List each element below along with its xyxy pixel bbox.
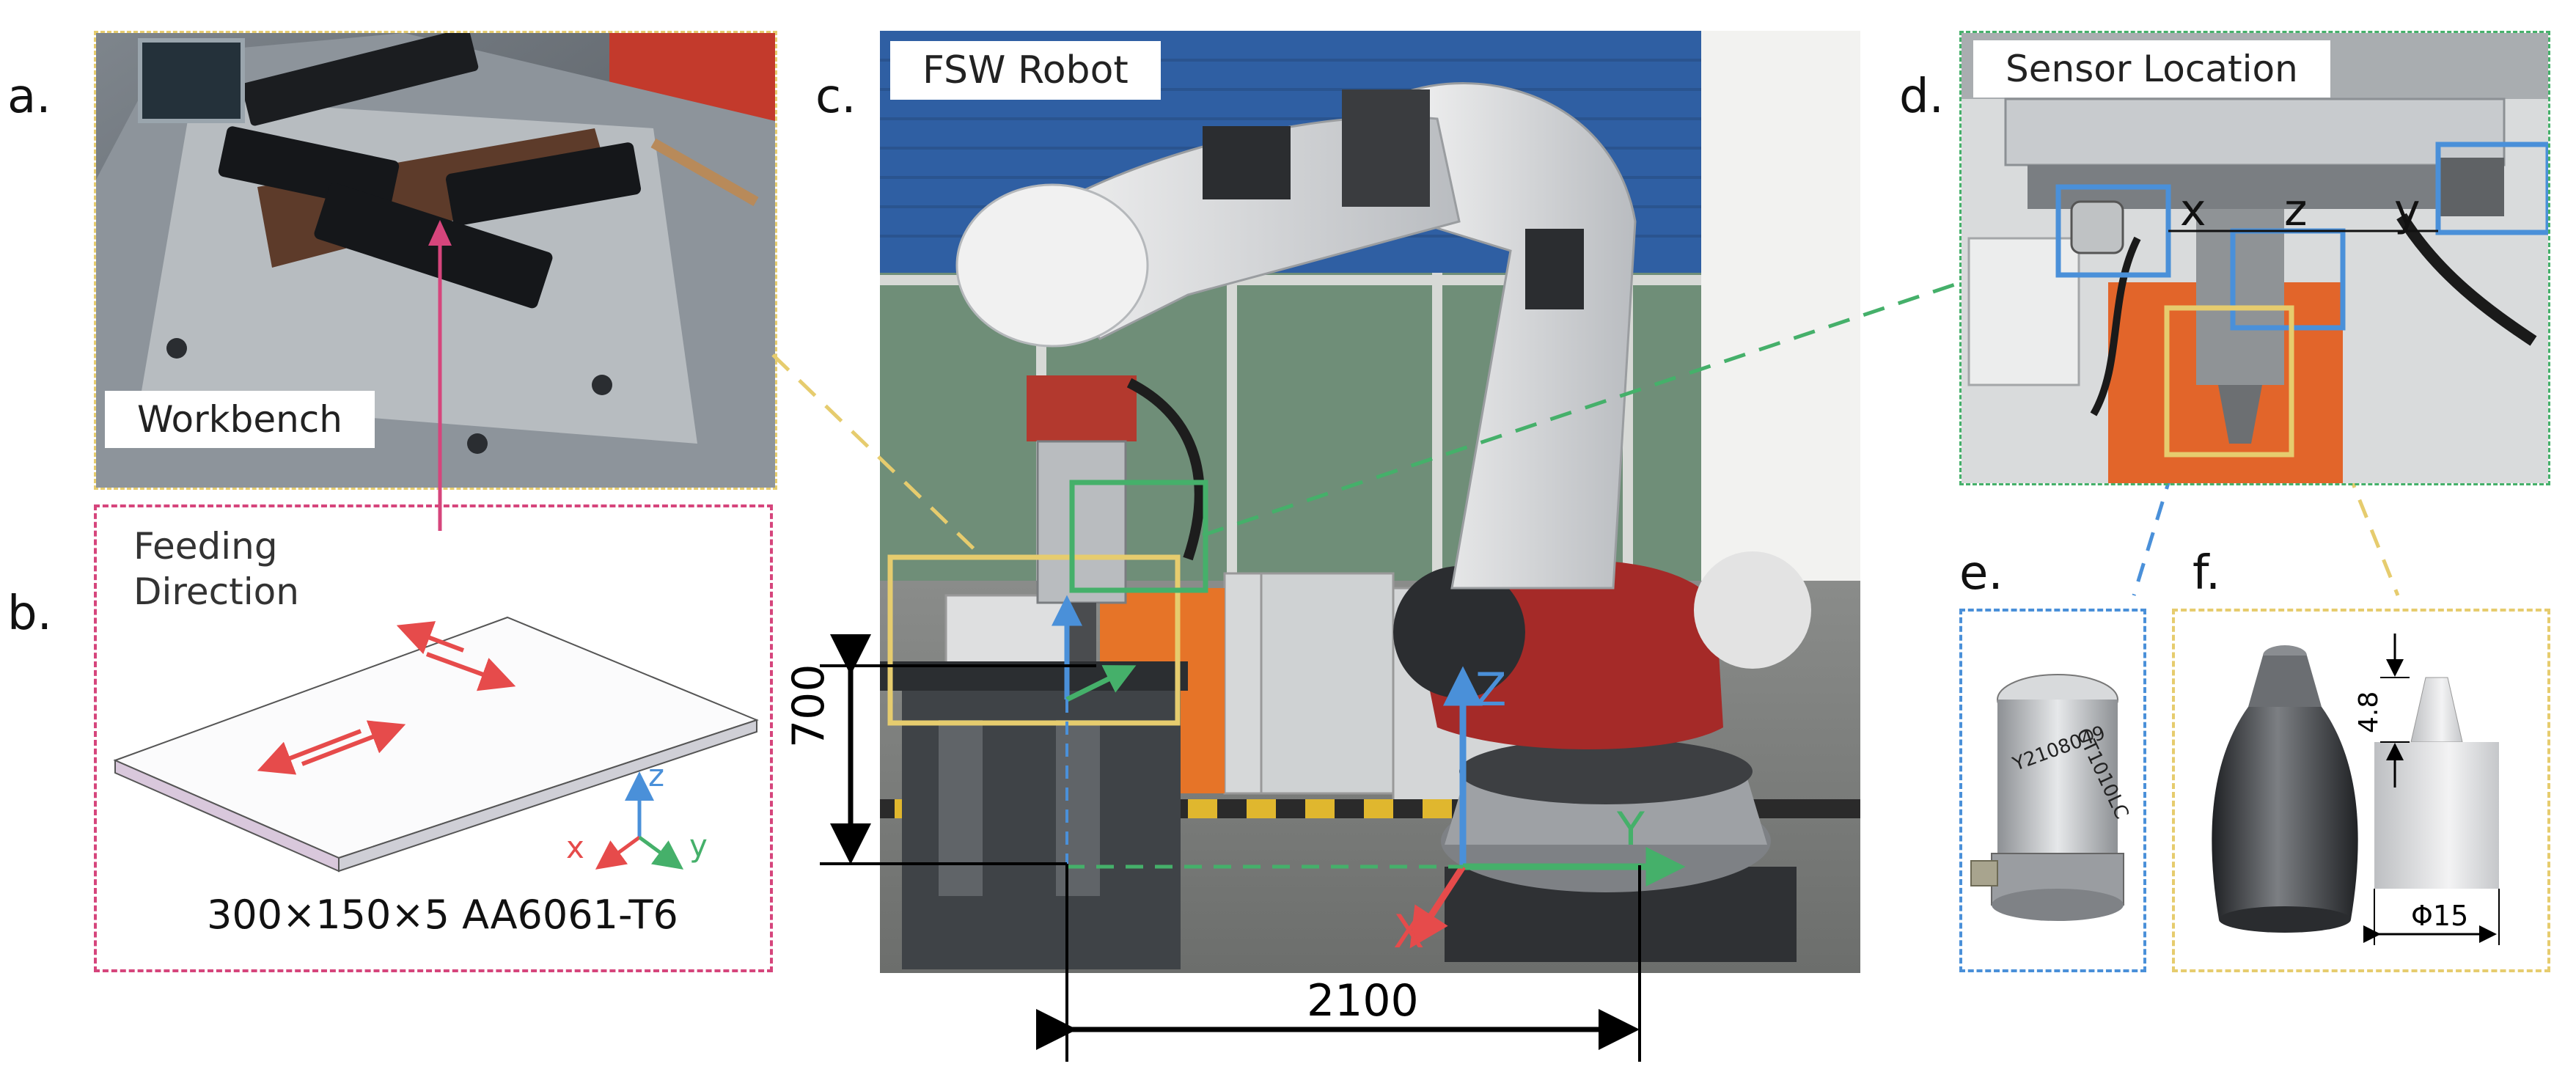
panel-letter-b: b. — [7, 587, 52, 641]
panel-letter-c: c. — [815, 70, 856, 124]
plate-drawing: z x y — [113, 616, 759, 873]
panel-letter-e: e. — [1959, 546, 2003, 601]
tool-illustration: 4.8 Φ15 — [2212, 634, 2500, 945]
pin-length-dim: 4.8 — [2354, 691, 2384, 733]
robot-photo: FSW Robot Z Y X — [880, 31, 1860, 973]
sensor-location-photo: x z y Sensor Location — [1959, 31, 2550, 485]
robot-axis-y: Y — [1616, 802, 1645, 856]
sensor-axis-y: y — [2394, 185, 2421, 236]
sensor-axis-z: z — [2284, 185, 2308, 236]
robot-axis-z: Z — [1475, 663, 1506, 716]
feed-arrow-4 — [257, 729, 362, 775]
workbench-photo: Workbench — [94, 31, 777, 490]
feeding-title-line-2: Direction — [133, 570, 299, 613]
sensor-location-label: Sensor Location — [1973, 40, 2330, 98]
feed-arrow-3 — [301, 720, 406, 766]
tool-panel: 4.8 Φ15 — [2172, 609, 2550, 972]
sensor-box-y — [2435, 142, 2548, 235]
robot-axis-x: X — [1393, 905, 1424, 958]
plate-panel: Feeding Direction z x y 300×150×5 AA6061… — [94, 504, 773, 972]
height-dimension: 700 — [783, 664, 834, 748]
width-dimension: 2100 — [1307, 975, 1419, 1027]
robot-label: FSW Robot — [890, 41, 1161, 100]
panel-letter-a: a. — [7, 70, 51, 124]
plate-spec: 300×150×5 AA6061-T6 — [207, 892, 678, 938]
sensor-panel: Y2108049 CT1010LC — [1959, 609, 2146, 972]
feeding-title-line-1: Feeding — [133, 525, 278, 568]
feed-arrow-2 — [425, 652, 516, 691]
workbench-label: Workbench — [105, 391, 375, 448]
plate-axis-y: y — [689, 828, 708, 864]
robot-overlays: Z Y X — [887, 480, 1686, 958]
sensor-location-illustration: x z y — [1962, 33, 2548, 483]
feed-arrow-1 — [396, 621, 465, 655]
sensor-axis-x: x — [2180, 185, 2206, 236]
spindle-highlight — [1069, 480, 1208, 593]
workbench-highlight — [887, 554, 1181, 726]
panel-letter-d: d. — [1899, 70, 1944, 124]
plate-axis-x: x — [566, 829, 584, 865]
accelerometer-illustration: Y2108049 CT1010LC — [1970, 674, 2132, 921]
tool-box — [2164, 305, 2294, 458]
panel-letter-f: f. — [2192, 546, 2221, 601]
plate-axis-z: z — [648, 757, 664, 793]
shoulder-diameter-dim: Φ15 — [2411, 900, 2468, 932]
